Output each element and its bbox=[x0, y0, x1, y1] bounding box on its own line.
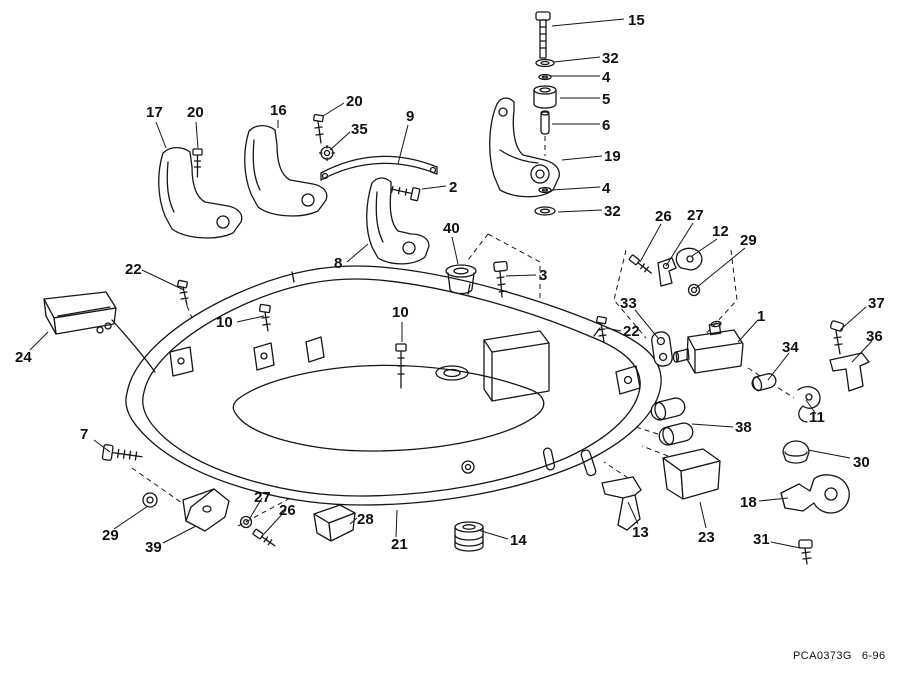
callout-label-16: 16 bbox=[270, 102, 287, 119]
part-pin-6 bbox=[540, 110, 550, 135]
callout-label-35: 35 bbox=[351, 121, 368, 138]
part-washer-27-bottom bbox=[239, 515, 253, 529]
callout-label-27b: 27 bbox=[254, 489, 271, 506]
callout-label-29: 29 bbox=[740, 232, 757, 249]
callout-label-26b: 26 bbox=[279, 502, 296, 519]
drawing-code-number: PCA0373G bbox=[793, 650, 852, 662]
callout-label-39: 39 bbox=[145, 539, 162, 556]
part-bolt-37 bbox=[829, 320, 845, 355]
callout-label-8: 8 bbox=[334, 255, 343, 272]
drawing-code-date: 6-96 bbox=[861, 650, 886, 662]
part-roller-38-upper bbox=[650, 397, 686, 421]
part-block-28 bbox=[313, 504, 356, 542]
part-wedge-39 bbox=[182, 488, 230, 532]
part-washer-32-lower bbox=[534, 206, 556, 216]
part-plate-13 bbox=[601, 476, 642, 531]
callout-label-2: 2 bbox=[449, 179, 458, 196]
part-bolt-3 bbox=[493, 260, 508, 298]
part-screw-15 bbox=[535, 11, 551, 59]
part-block-23 bbox=[662, 448, 721, 500]
callout-label-19: 19 bbox=[604, 148, 621, 165]
callout-label-29b: 29 bbox=[102, 527, 119, 544]
callout-label-6: 6 bbox=[602, 117, 611, 134]
callout-label-17: 17 bbox=[146, 104, 163, 121]
part-screw-26-upper bbox=[628, 254, 652, 274]
callout-label-1: 1 bbox=[757, 308, 766, 325]
callout-label-10: 10 bbox=[216, 314, 233, 331]
part-plate-33 bbox=[651, 331, 673, 367]
callout-label-30: 30 bbox=[853, 454, 870, 471]
part-clip-11 bbox=[797, 386, 821, 423]
part-pin-34 bbox=[751, 373, 777, 392]
callout-label-15: 15 bbox=[628, 12, 645, 29]
callout-label-20: 20 bbox=[187, 104, 204, 121]
part-star-washer-35 bbox=[318, 144, 336, 162]
callout-label-40: 40 bbox=[443, 220, 460, 237]
callout-label-11: 11 bbox=[809, 409, 825, 426]
callout-label-32: 32 bbox=[602, 50, 619, 67]
part-roller-38-lower bbox=[658, 422, 694, 446]
lower-cowl-tray bbox=[125, 265, 662, 506]
part-grommet-14 bbox=[454, 521, 484, 552]
part-grommet-40 bbox=[445, 264, 477, 295]
part-bracket-27-upper bbox=[657, 257, 677, 287]
callout-label-32b: 32 bbox=[604, 203, 621, 220]
part-bracket-16 bbox=[244, 124, 328, 217]
part-mount-5 bbox=[533, 85, 557, 109]
callout-label-9: 9 bbox=[406, 108, 415, 125]
callout-label-22b: 22 bbox=[125, 261, 142, 278]
part-washer-32-upper bbox=[535, 58, 555, 68]
callout-label-20b: 20 bbox=[346, 93, 363, 110]
callout-label-36: 36 bbox=[866, 328, 883, 345]
callout-label-28: 28 bbox=[357, 511, 374, 528]
callout-label-13: 13 bbox=[632, 524, 649, 541]
part-washer-4-lower bbox=[538, 186, 552, 194]
part-screw-22-right bbox=[596, 315, 607, 343]
callout-label-3: 3 bbox=[539, 267, 548, 284]
callout-label-18: 18 bbox=[740, 494, 757, 511]
part-bracket-8 bbox=[366, 177, 430, 265]
callout-label-12: 12 bbox=[712, 223, 729, 240]
callout-label-34: 34 bbox=[782, 339, 799, 356]
drawing-code: PCA0373G 6-96 bbox=[793, 650, 895, 662]
part-screw-20-right bbox=[313, 113, 324, 144]
callout-label-14: 14 bbox=[510, 532, 527, 549]
callout-label-24: 24 bbox=[15, 349, 32, 366]
part-screw-31 bbox=[798, 539, 813, 565]
callout-label-21: 21 bbox=[391, 536, 408, 553]
part-screw-20-left bbox=[192, 148, 203, 178]
part-washer-4-upper bbox=[538, 73, 552, 81]
part-handle-24 bbox=[43, 291, 156, 373]
callout-label-27: 27 bbox=[687, 207, 704, 224]
callout-label-4: 4 bbox=[602, 69, 611, 86]
callout-label-38: 38 bbox=[735, 419, 752, 436]
callout-label-23: 23 bbox=[698, 529, 715, 546]
part-bolt-7 bbox=[101, 444, 143, 461]
part-washer-29-bottom bbox=[142, 492, 158, 508]
callout-label-26: 26 bbox=[655, 208, 672, 225]
part-bracket-36 bbox=[829, 352, 870, 392]
part-screw-10-left bbox=[258, 303, 271, 332]
part-connector-1 bbox=[672, 320, 744, 374]
callout-leader-lines bbox=[29, 18, 873, 549]
callout-label-31: 31 bbox=[753, 531, 770, 548]
callout-label-4b: 4 bbox=[602, 180, 611, 197]
part-ring-29-upper bbox=[687, 283, 701, 297]
callout-label-33: 33 bbox=[620, 295, 637, 312]
callout-label-7: 7 bbox=[80, 426, 89, 443]
part-clamp-18 bbox=[780, 474, 850, 514]
part-screw-26-bottom bbox=[252, 528, 276, 547]
part-bracket-17 bbox=[158, 146, 243, 239]
part-strap-9 bbox=[320, 155, 438, 181]
part-bracket-19 bbox=[489, 97, 560, 198]
part-cap-30 bbox=[782, 440, 810, 464]
callout-label-5: 5 bbox=[602, 91, 611, 108]
callout-label-22: 22 bbox=[623, 323, 640, 340]
callout-label-37: 37 bbox=[868, 295, 885, 312]
callout-label-10b: 10 bbox=[392, 304, 409, 321]
part-screw-22-left bbox=[176, 279, 189, 306]
